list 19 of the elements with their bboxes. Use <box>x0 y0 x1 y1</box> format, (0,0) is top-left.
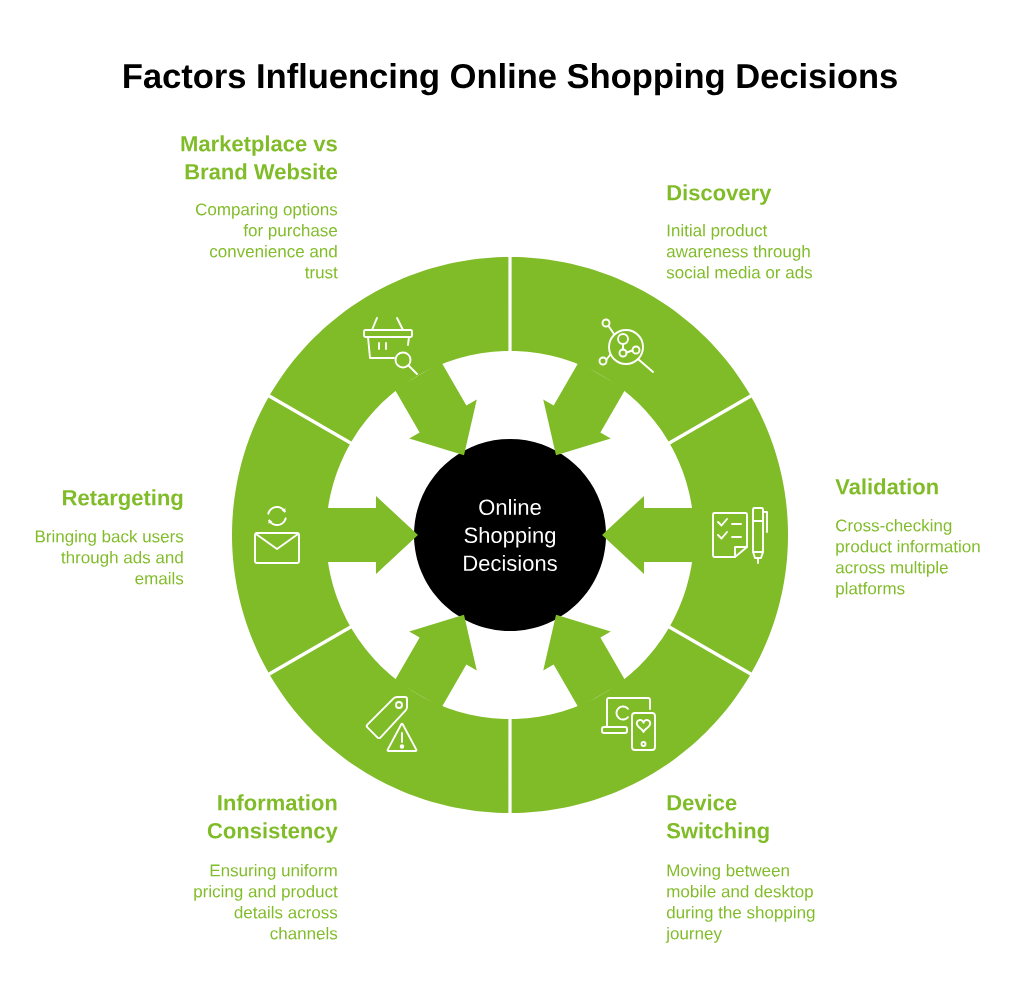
description: Initial product awareness through social media or ads <box>666 223 812 279</box>
description: Bringing back users through ads and emails <box>35 529 184 585</box>
arrow <box>543 362 626 456</box>
arrow <box>602 496 694 574</box>
description: Ensuring uniform pricing and product details across channels <box>194 863 338 940</box>
arrow <box>543 614 626 708</box>
arrow <box>394 362 477 456</box>
arrow <box>394 614 477 708</box>
heading: Retargeting <box>63 489 183 510</box>
heading: Marketplace vs Brand Website <box>181 135 338 180</box>
arrow <box>326 496 418 574</box>
description: Moving between mobile and desktop during the shopping journey <box>665 863 815 943</box>
title: Factors Influencing Online Shopping Decisions <box>124 63 897 96</box>
heading: Information Consistency <box>207 794 338 843</box>
description: Comparing options for purchase convenience and trust <box>196 202 338 279</box>
heading: Discovery <box>667 184 772 205</box>
heading: Validation <box>835 478 938 495</box>
heading: Device Switching <box>666 794 769 843</box>
description: Cross-checking product information across multiple platforms <box>835 518 980 598</box>
